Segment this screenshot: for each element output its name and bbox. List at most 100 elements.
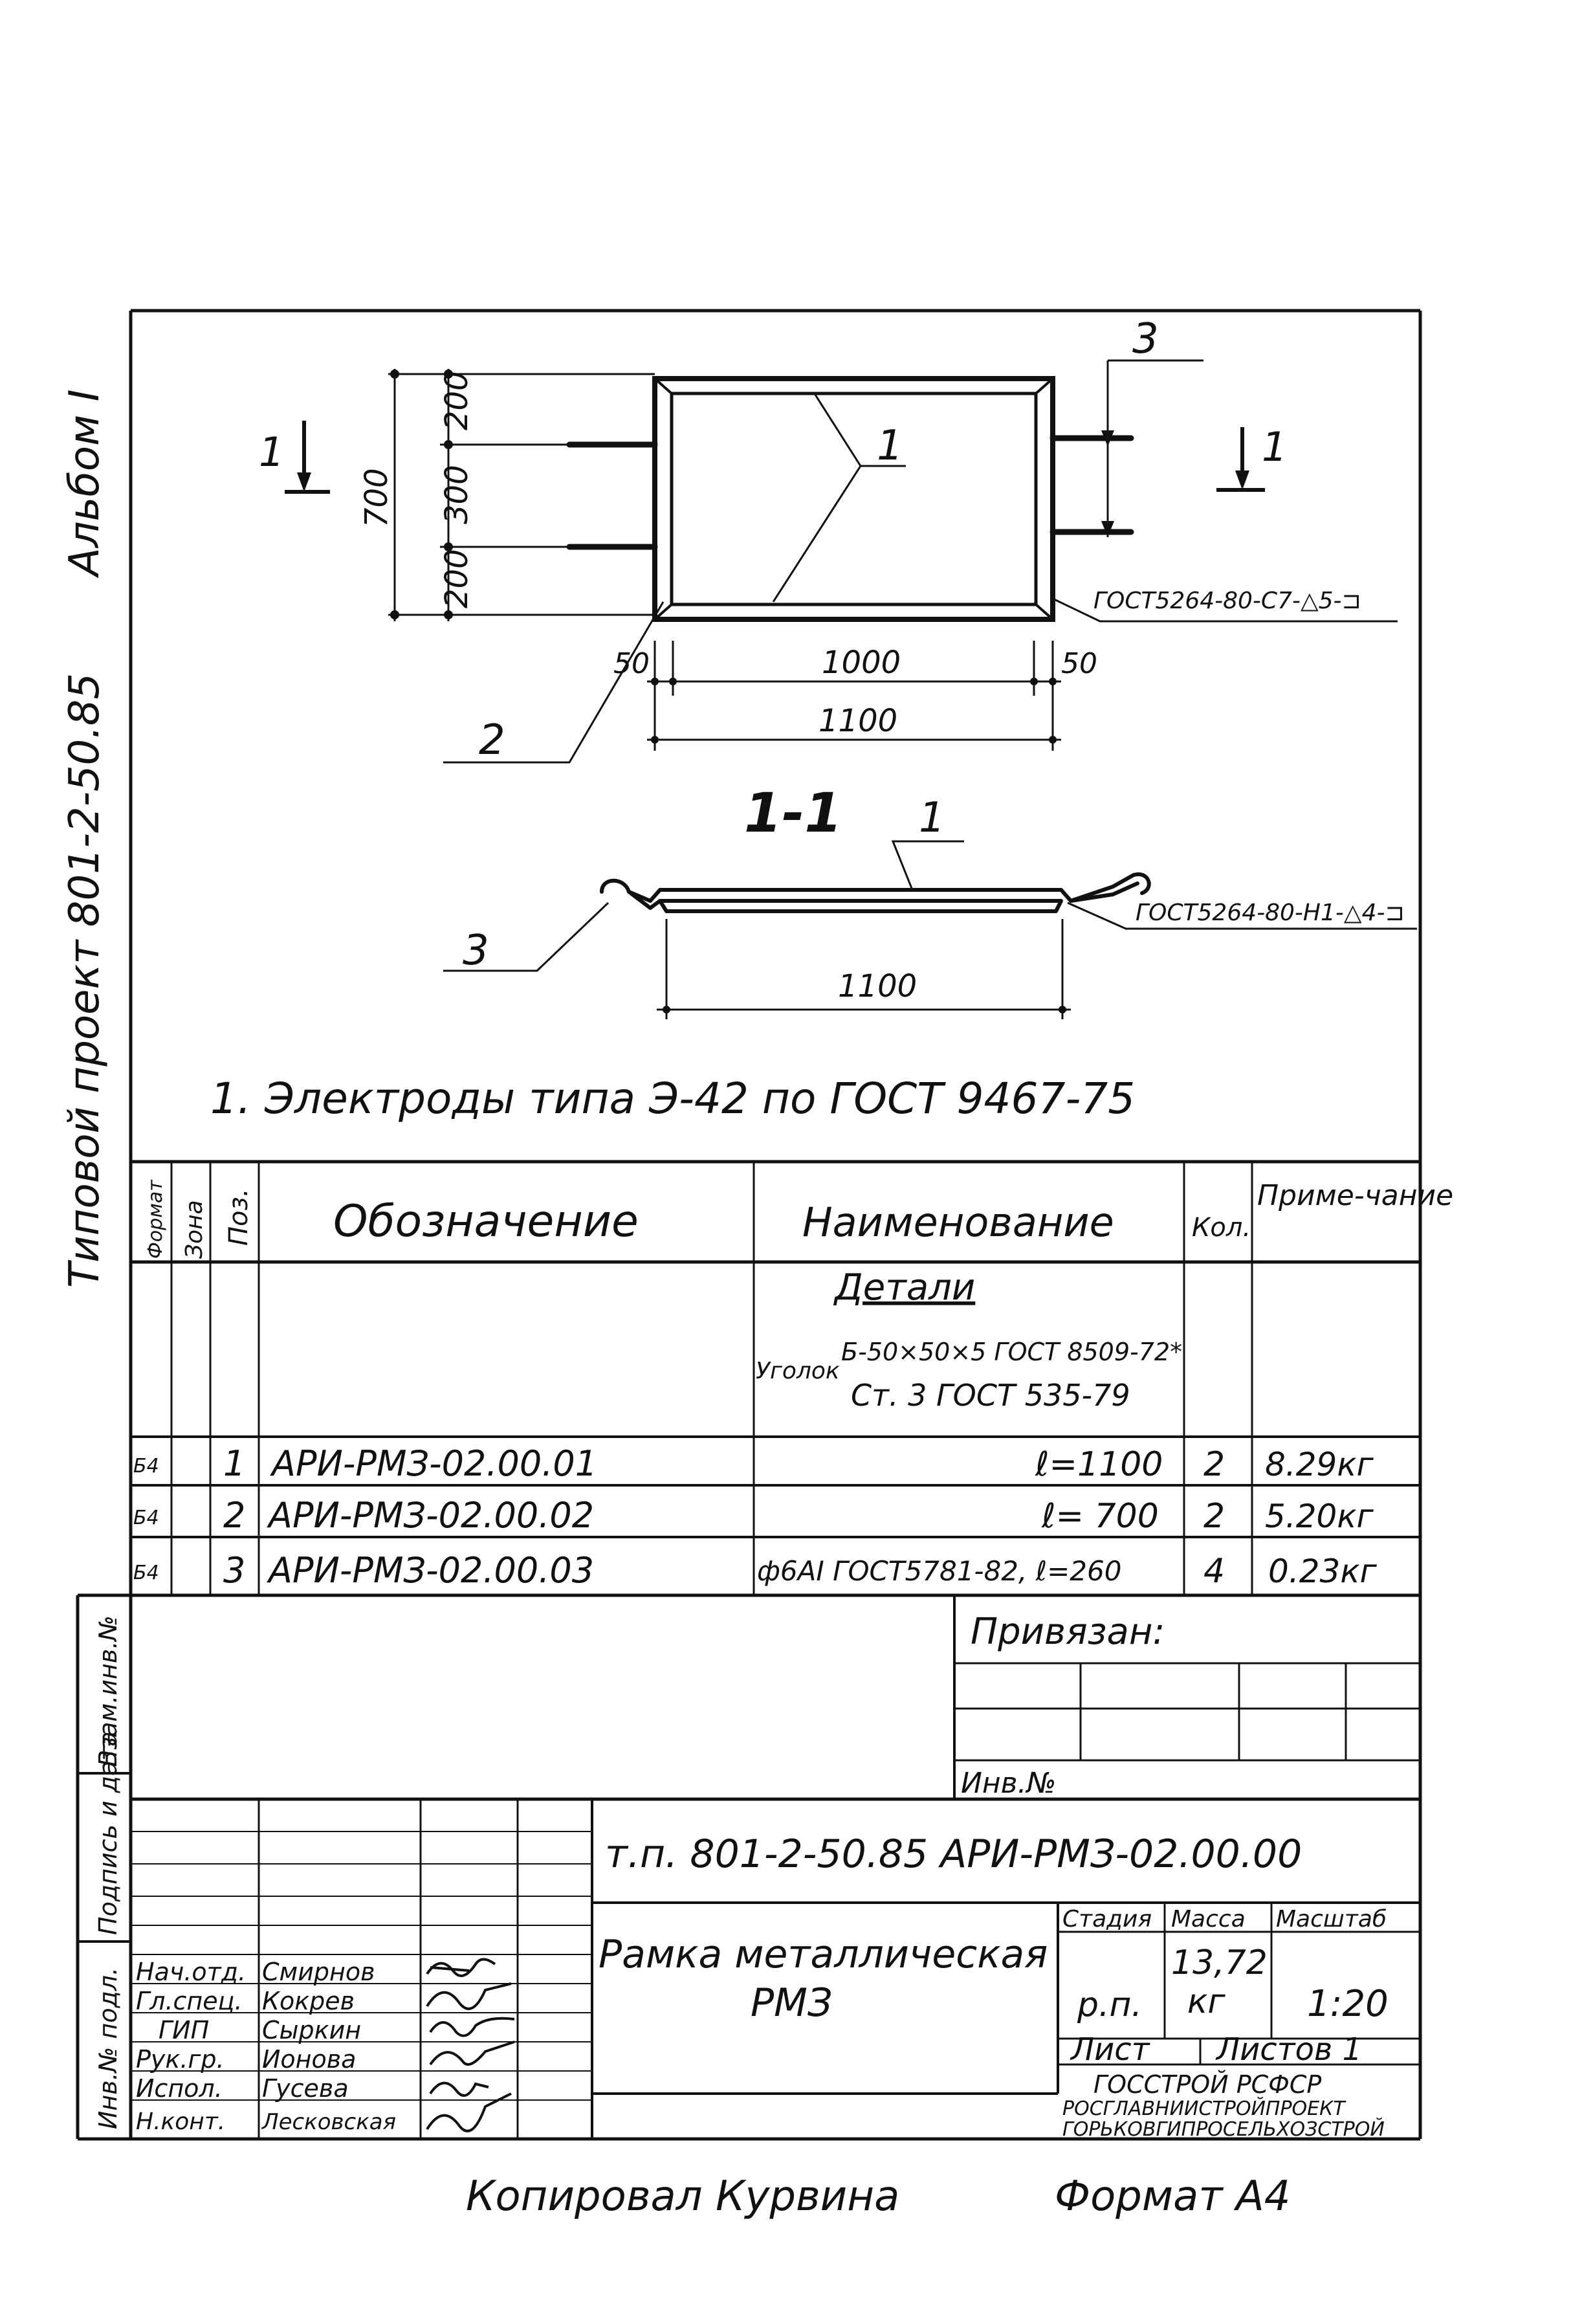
project-side-label: Типовой проект 801-2-50.85	[61, 673, 109, 1288]
mass-value: 13,72	[1171, 1943, 1268, 1982]
spec-row-designation: АРИ-РМЗ-02.00.03	[267, 1550, 594, 1591]
role-label: Н.конт.	[136, 2108, 225, 2135]
spec-row-name: ф6АI ГОСТ5781-82, ℓ=260	[757, 1555, 1121, 1587]
spec-header-zone: Зона	[181, 1200, 208, 1259]
spec-row-name: ℓ= 700	[1041, 1497, 1159, 1536]
scale-label: Масштаб	[1276, 1906, 1387, 1932]
spec-group-details: Детали	[833, 1267, 975, 1309]
org-line-3: ГОРЬКОВГИПРОСЕЛЬХОЗСТРОЙ	[1062, 2118, 1385, 2141]
signature-mark	[426, 1958, 496, 1977]
spec-header-format: Формат	[144, 1179, 167, 1259]
doc-number: т.п. 801-2-50.85 АРИ-РМЗ-02.00.00	[605, 1832, 1302, 1877]
spec-row-qty: 2	[1203, 1445, 1225, 1484]
spec-row-3: Б4 3 АРИ-РМЗ-02.00.03 ф6АI ГОСТ5781-82, …	[133, 1550, 1378, 1591]
dim-height-700: 700	[358, 468, 395, 527]
spec-header-qty: Кол.	[1192, 1213, 1251, 1243]
role-name: Кокрев	[262, 1987, 355, 2015]
signature-mark	[426, 2092, 512, 2132]
role-name: Ионова	[262, 2045, 356, 2074]
spec-header-pos: Поз.	[224, 1188, 254, 1246]
role-name: Смирнов	[262, 1958, 375, 1986]
spec-row-format: Б4	[133, 1507, 159, 1529]
spec-row-pos: 2	[223, 1495, 245, 1536]
approvals: Нач.отд. Смирнов Гл.спец. Кокрев ГИП Сыр…	[136, 1958, 396, 2135]
section-title: 1-1	[744, 781, 842, 845]
section-profile	[600, 872, 1151, 903]
signatures	[426, 1958, 515, 2132]
section-callout-3: 3	[463, 927, 489, 975]
side-stamp-signature: Подпись и дата	[94, 1731, 122, 1935]
mass-label: Масса	[1171, 1906, 1246, 1932]
spec-row-designation: АРИ-РМЗ-02.00.02	[267, 1495, 594, 1536]
spec-row-note: 8.29кг	[1265, 1446, 1374, 1483]
signature-mark	[429, 2081, 489, 2097]
callout-1: 1	[877, 422, 903, 470]
role-label: Испол.	[136, 2074, 223, 2103]
binding-label: Привязан:	[971, 1611, 1165, 1653]
spec-row-2: Б4 2 АРИ-РМЗ-02.00.02 ℓ= 700 2 5.20кг	[133, 1495, 1374, 1536]
side-stamp-inv: Инв.№ подл.	[94, 1967, 122, 2129]
role-label: Гл.спец.	[136, 1987, 243, 2015]
role-label: Рук.гр.	[136, 2045, 225, 2074]
dim-overall-1100: 1100	[818, 703, 897, 739]
frame-outer-outline	[652, 376, 1055, 622]
dim-mid-300: 300	[439, 465, 475, 524]
section-view: 1-1 1100 1 3 ГОСТ5264-80-Н1-△4-⊐	[443, 781, 1417, 1019]
spec-row-designation: АРИ-РМЗ-02.00.01	[270, 1443, 597, 1484]
sheet-label: Лист	[1070, 2031, 1151, 2068]
dim-left-50: 50	[613, 647, 650, 680]
spec-row-note: 5.20кг	[1265, 1498, 1374, 1535]
mass-unit: кг	[1187, 1982, 1225, 2021]
title-line-2: РМЗ	[751, 1980, 832, 2026]
spec-material-top: Б-50×50×5 ГОСТ 8509-72*	[841, 1338, 1182, 1366]
spec-row-pos: 1	[223, 1443, 245, 1484]
dim-bot-200: 200	[439, 549, 475, 608]
role-name: Сыркин	[262, 2016, 361, 2044]
album-side-label: Альбом I	[61, 389, 109, 579]
section-mark-right: 1	[1262, 423, 1287, 470]
section-mark-left: 1	[259, 428, 284, 476]
dim-right-50: 50	[1061, 647, 1097, 680]
stage-value: р.п.	[1077, 1986, 1142, 2024]
title-block	[131, 1799, 1420, 2139]
spec-row-format: Б4	[133, 1562, 159, 1584]
callout-3: 3	[1132, 315, 1159, 363]
signature-mark	[429, 2041, 515, 2066]
spec-row-name: ℓ=1100	[1035, 1445, 1163, 1484]
signature-mark	[429, 2017, 515, 2037]
spec-material-bottom: Ст. 3 ГОСТ 535-79	[851, 1378, 1130, 1413]
footer-format: Формат А4	[1055, 2173, 1291, 2220]
sheets-label: Листов 1	[1215, 2031, 1362, 2068]
role-label: Нач.отд.	[136, 1958, 246, 1986]
scale-value: 1:20	[1307, 1983, 1389, 2025]
org-line-2: РОСГЛАВНИИСТРОЙПРОЕКТ	[1062, 2097, 1346, 2120]
spec-row-format: Б4	[133, 1455, 159, 1477]
electrode-note: 1. Электроды типа Э-42 по ГОСТ 9467-75	[210, 1074, 1135, 1123]
spec-header-note: Приме-чание	[1257, 1179, 1453, 1212]
frame-inner-outline	[670, 392, 1038, 606]
drawing-frame	[76, 309, 1422, 2141]
role-name: Гусева	[262, 2074, 349, 2103]
spec-header-designation: Обозначение	[333, 1196, 639, 1247]
spec-material-prefix: Уголок	[756, 1358, 840, 1384]
role-label: ГИП	[159, 2016, 209, 2044]
spec-row-1: Б4 1 АРИ-РМЗ-02.00.01 ℓ=1100 2 8.29кг	[133, 1443, 1374, 1484]
spec-row-qty: 2	[1203, 1497, 1225, 1536]
callout-2: 2	[479, 716, 505, 764]
dim-inner-1000: 1000	[822, 645, 901, 681]
signature-mark	[426, 1982, 512, 2010]
role-name: Лесковская	[261, 2109, 396, 2135]
plan-view: 700 200 300 200 50 1000 50 1100	[259, 315, 1398, 764]
spec-row-qty: 4	[1203, 1552, 1225, 1591]
section-callout-1: 1	[919, 794, 945, 842]
binding-block	[131, 1595, 1420, 1801]
stage-label: Стадия	[1062, 1906, 1152, 1932]
mounting-rods	[566, 435, 1134, 550]
weld-note-2: ГОСТ5264-80-Н1-△4-⊐	[1136, 900, 1405, 926]
spec-row-note: 0.23кг	[1268, 1553, 1378, 1590]
spec-table	[131, 1160, 1420, 1597]
spec-row-pos: 3	[223, 1550, 245, 1591]
binding-inv-label: Инв.№	[961, 1767, 1056, 1800]
spec-header-name: Наименование	[802, 1199, 1114, 1246]
